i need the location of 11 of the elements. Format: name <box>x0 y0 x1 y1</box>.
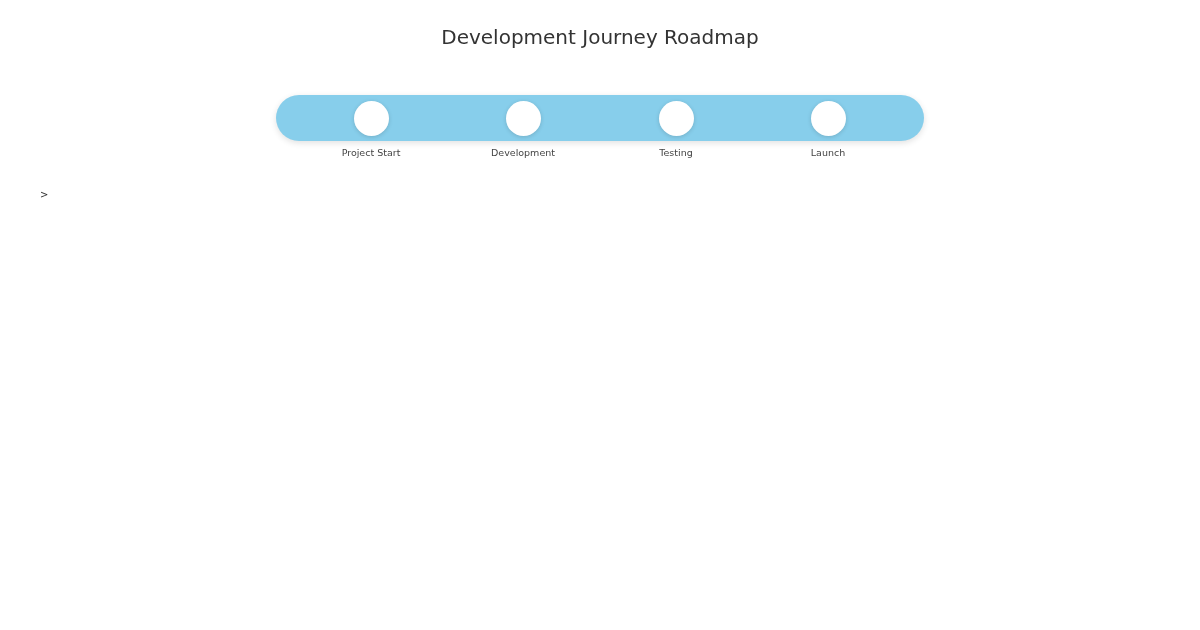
milestone-circle <box>810 100 846 136</box>
milestone-label: Development <box>491 146 555 158</box>
milestone-label: Launch <box>810 146 846 158</box>
milestone-circle <box>658 100 694 136</box>
stray-text: > <box>40 189 49 200</box>
milestone-circle <box>505 100 541 136</box>
milestone-label: Project Start <box>341 146 401 158</box>
milestone-circle <box>353 100 389 136</box>
timeline-bar <box>276 95 924 141</box>
milestone-label: Testing <box>659 146 693 158</box>
diagram-title: Development Journey Roadmap <box>440 25 760 49</box>
